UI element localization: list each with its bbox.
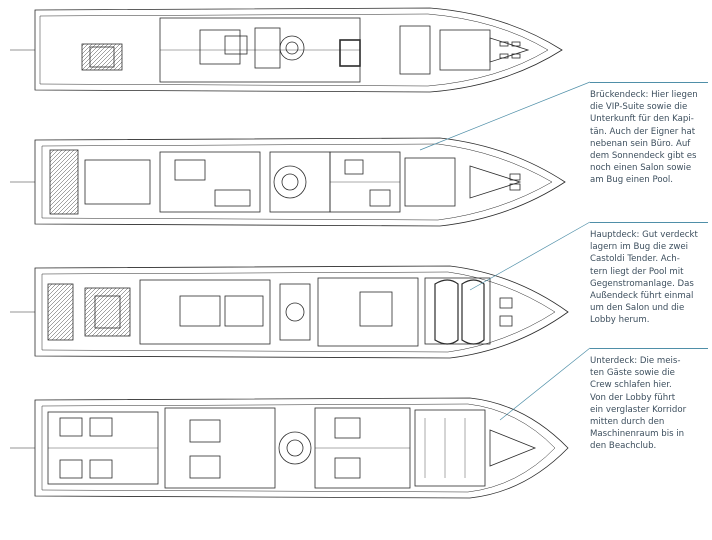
leader-line-main — [469, 221, 591, 291]
lower-deck-plan — [10, 397, 569, 499]
caption-lower-deck: Unterdeck: Die meis- ten Gäste sowie die… — [590, 348, 708, 453]
caption-main-deck: Hauptdeck: Gut verdeckt lagern im Bug di… — [590, 222, 708, 327]
sun-deck-plan — [10, 7, 563, 93]
bridge-deck-plan — [10, 137, 566, 227]
leader-line-bridge — [419, 81, 591, 151]
main-deck-plan — [10, 265, 569, 359]
leader-lines — [419, 81, 591, 421]
leader-line-lower — [499, 347, 591, 421]
caption-bridge-deck: Brückendeck: Hier liegen die VIP-Suite s… — [590, 82, 708, 187]
